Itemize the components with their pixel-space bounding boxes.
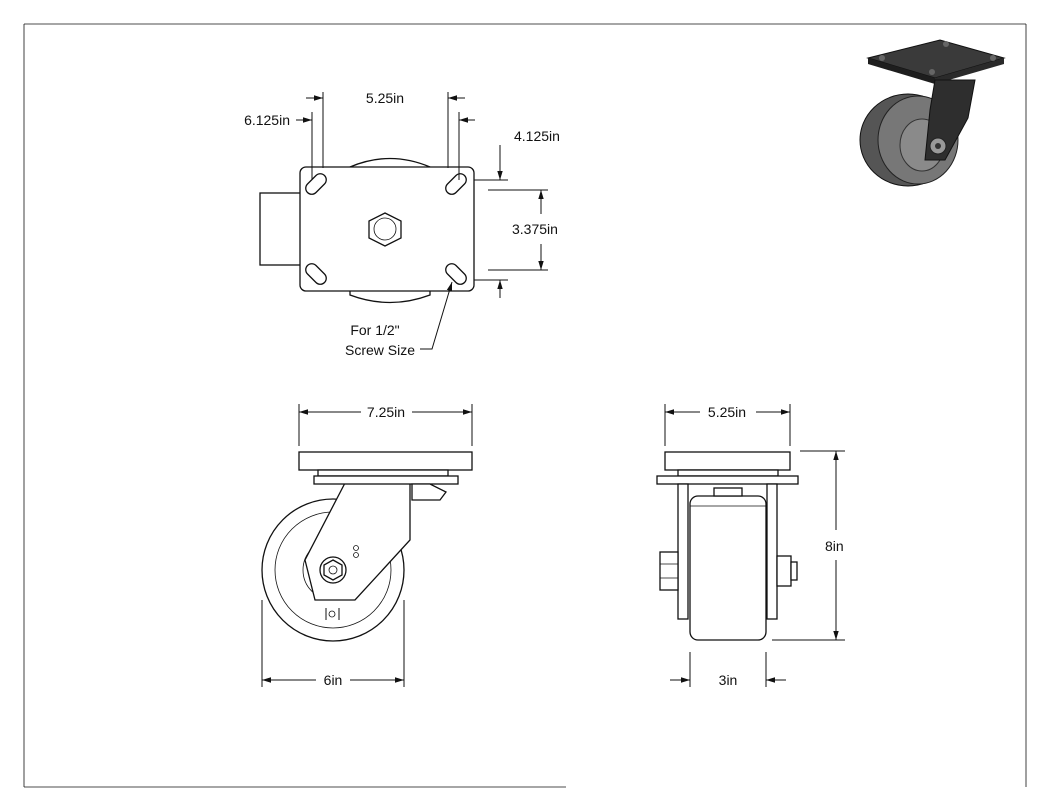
dim-side-wheel-diameter: 6in: [324, 672, 343, 688]
side-view-dimensions: [261, 404, 473, 687]
dim-front-overall-height: 8in: [825, 538, 844, 554]
sheet-border: [23, 23, 1027, 788]
note-screw-line1: For 1/2": [350, 322, 399, 338]
dim-front-wheel-width: 3in: [719, 672, 738, 688]
caster-3d-render-icon: [859, 39, 1006, 187]
top-view-dimensions: [296, 92, 548, 350]
front-view: [656, 451, 799, 641]
top-view: [259, 157, 475, 304]
front-view-dimensions: [664, 404, 845, 687]
side-view: [261, 451, 473, 642]
dim-front-plate-width: 5.25in: [708, 404, 746, 420]
dim-side-overall-length: 7.25in: [367, 404, 405, 420]
note-screw-line2: Screw Size: [345, 342, 415, 358]
dim-top-plate-width: 5.25in: [366, 90, 404, 106]
dim-top-bolt-width: 6.125in: [244, 112, 290, 128]
dim-top-plate-height: 3.375in: [512, 221, 558, 237]
dim-top-bolt-height: 4.125in: [514, 128, 560, 144]
